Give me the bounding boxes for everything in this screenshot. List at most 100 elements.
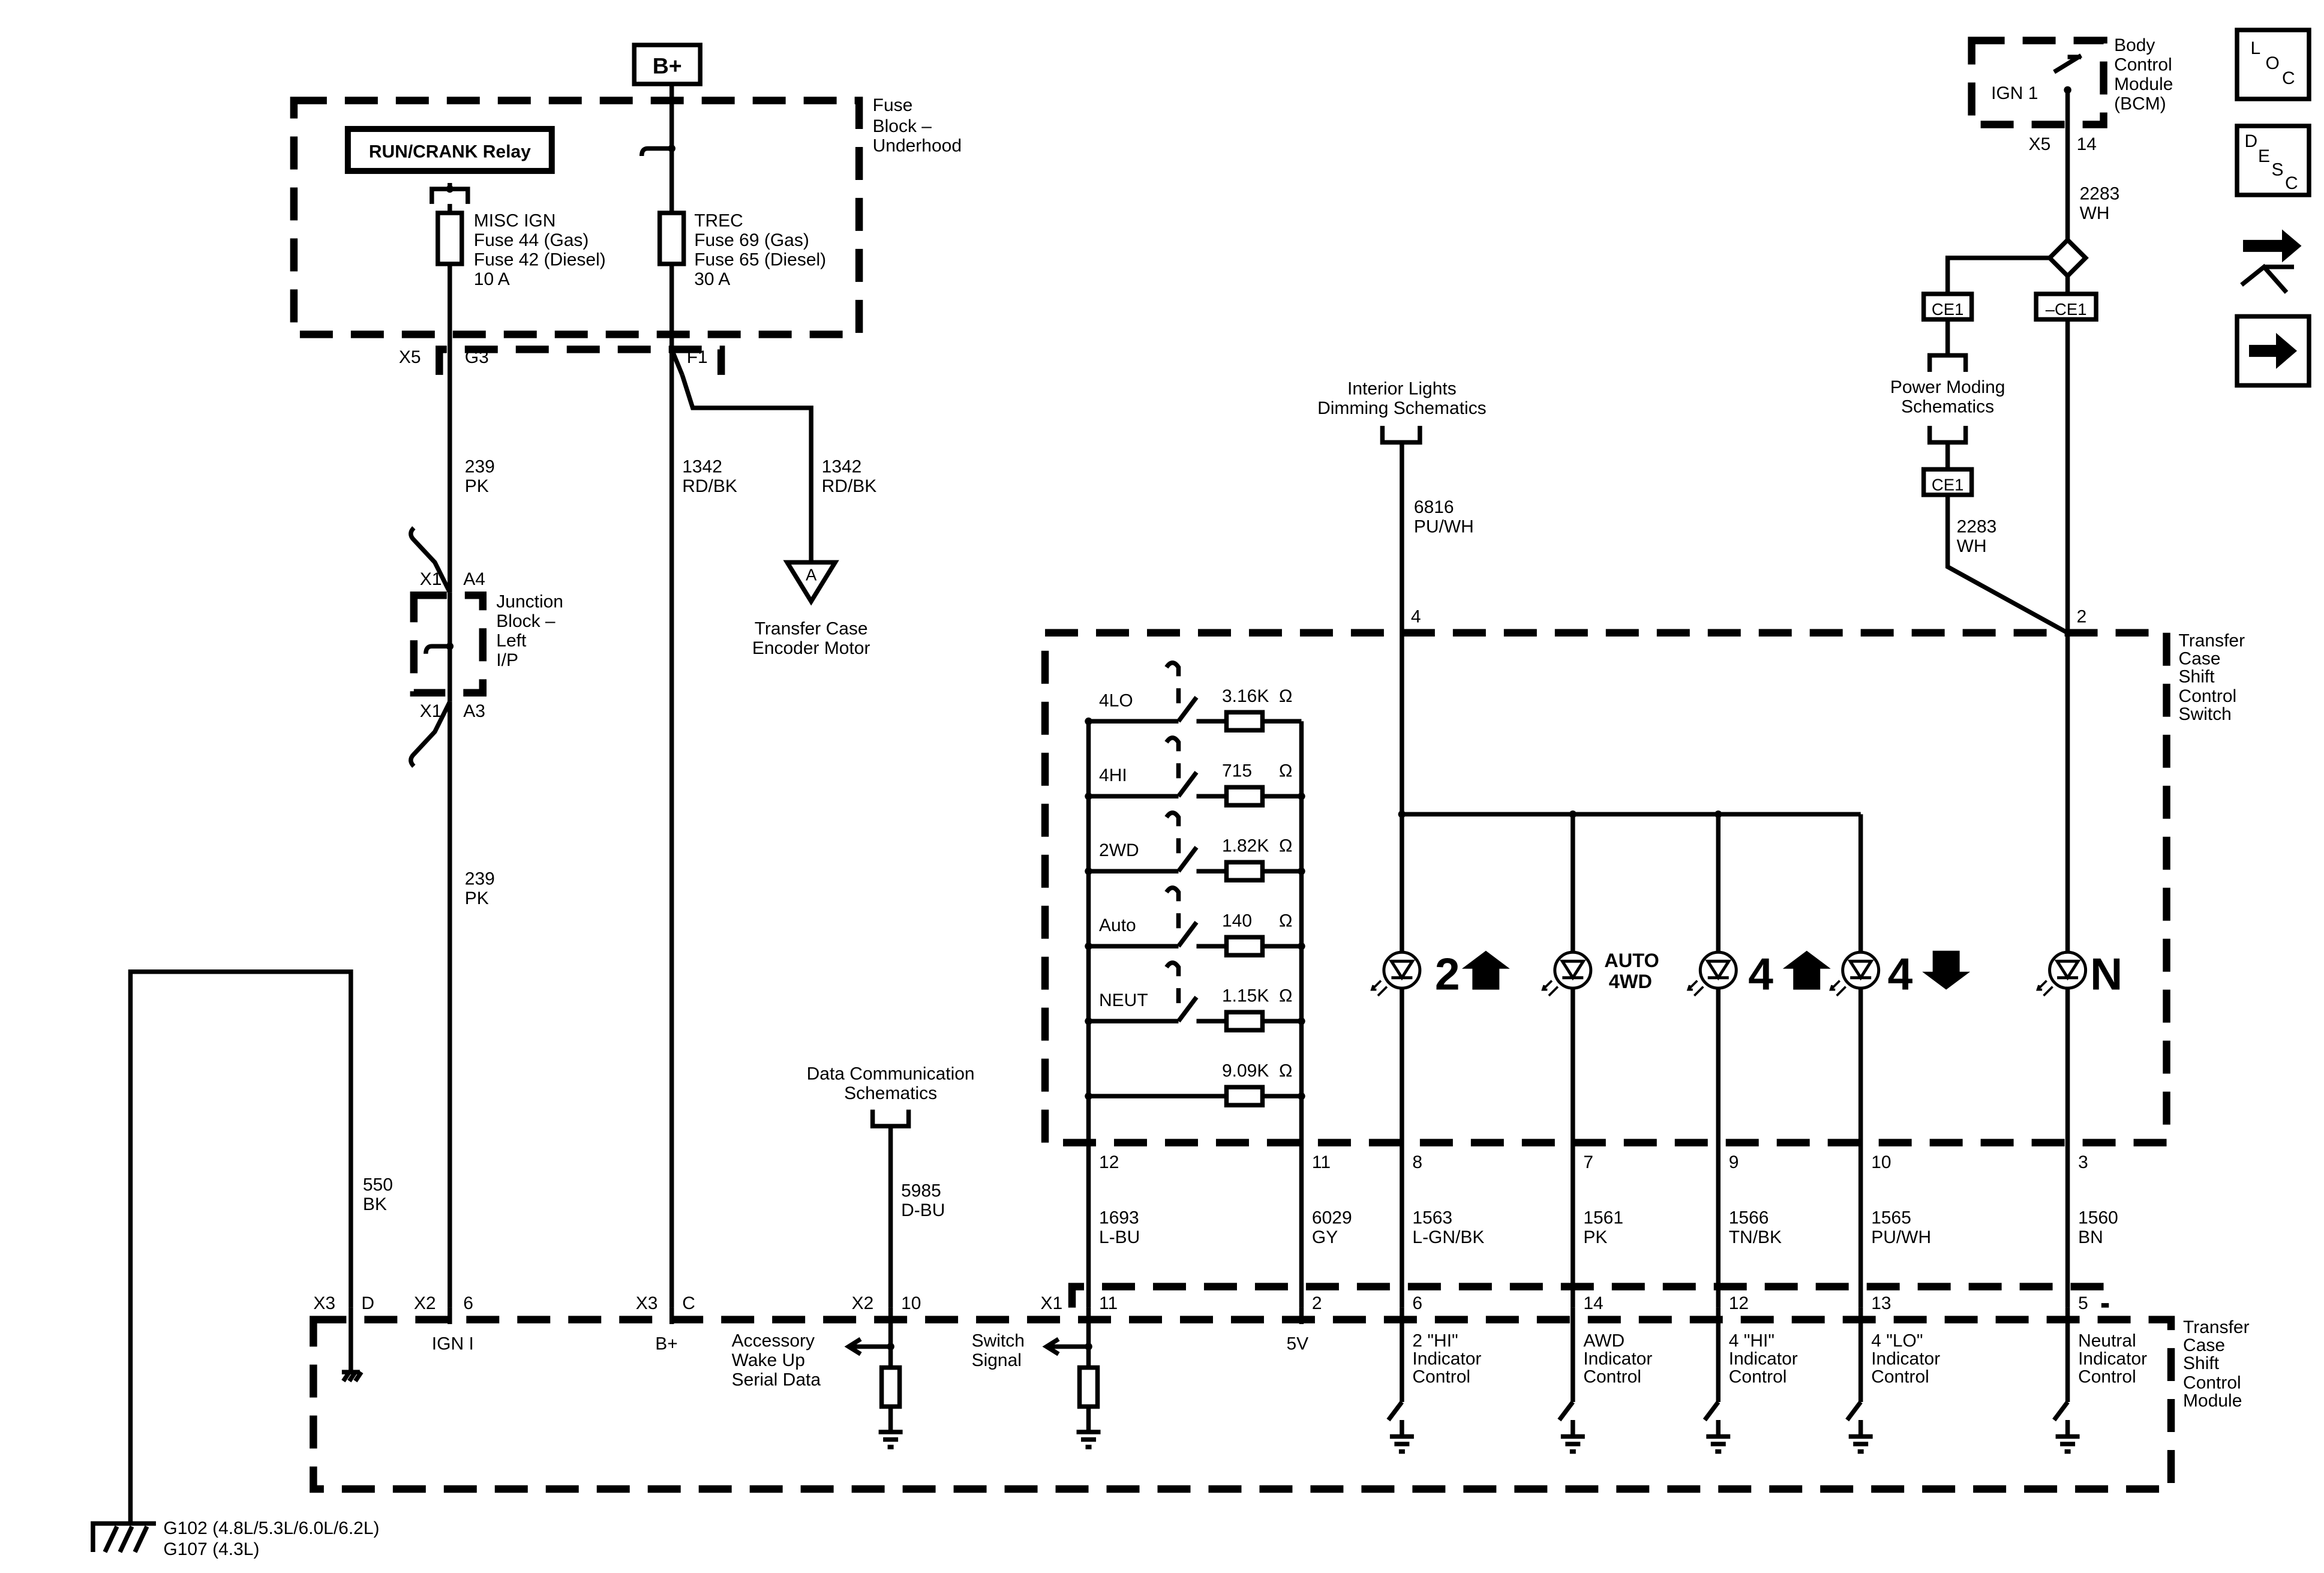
switch-contact-icon [1176, 696, 1199, 723]
wire-6029-num: 6029 [1312, 1208, 1352, 1228]
switch-pin-2: 2 [2077, 607, 2087, 626]
loc-letter-c: C [2282, 68, 2295, 88]
switch-contact-icon [1176, 995, 1199, 1023]
switch-title-1: Transfer [2179, 631, 2245, 650]
switch-resistor-rail-dot [1298, 792, 1305, 800]
switch-resistor [1224, 935, 1265, 957]
wire-1342-num-b: 1342 [822, 457, 862, 476]
power-moding-label-2: Schematics [1901, 397, 1994, 416]
switch-resistor [1224, 785, 1265, 807]
wire-2283-color-a: WH [2080, 203, 2110, 223]
bcm-outline [1968, 37, 2107, 128]
module-indicator-controls: 2 "HI"IndicatorControlAWDIndicatorContro… [1386, 1307, 2147, 1454]
fuse-block-title-3: Underhood [873, 136, 962, 155]
indicator-4hi-up-arrow-icon [1782, 950, 1831, 990]
junction-block-outline [410, 592, 487, 697]
junction-splice-hook [424, 644, 450, 654]
ground-icon [1848, 1420, 1873, 1454]
module-connector-label: 11 [1099, 1293, 1118, 1313]
bcm-title-1: Body [2114, 35, 2155, 55]
chassis-ground-icon [91, 1521, 156, 1553]
accessory-label-1: Accessory [732, 1331, 815, 1351]
bcm-title-2: Control [2114, 55, 2172, 74]
switch-pin-4: 4 [1411, 607, 1421, 626]
indicator-led-icon [1686, 950, 1738, 997]
indicator-control-label: Control [1871, 1367, 1929, 1387]
switch-mechanical-link-icon [1164, 885, 1181, 929]
bplus-box [632, 43, 702, 86]
indicator-control-label: Neutral [2078, 1331, 2136, 1351]
module-connector-label: X2 [414, 1293, 436, 1313]
indicator-control-label: Control [2078, 1367, 2136, 1387]
next-page-button[interactable] [2235, 314, 2311, 388]
module-ground-icon [341, 1370, 364, 1383]
wire-5985-num: 5985 [901, 1181, 941, 1201]
connector-tools-icon[interactable] [2240, 229, 2302, 294]
trec-fuse-label-4: 30 A [694, 269, 730, 289]
wire-550-ground [128, 969, 353, 1523]
misc-fuse-label-1: MISC IGN [474, 211, 556, 230]
loc-button[interactable] [2235, 28, 2311, 101]
indicator-led-icon [1829, 950, 1881, 997]
desc-button[interactable] [2235, 124, 2311, 197]
module-title-2: Case [2183, 1335, 2225, 1355]
switch-resistor-ohm: Ω [1279, 761, 1292, 781]
switch-mechanical-link-icon [1164, 960, 1181, 1004]
ground-label-1: G102 (4.8L/5.3L/6.0L/6.2L) [163, 1518, 379, 1538]
switch-resistor-value: 1.82K [1222, 836, 1269, 856]
wire-239-num-a: 239 [465, 457, 495, 476]
encoder-label-1: Transfer Case [755, 619, 868, 638]
switch-contact-icon [1176, 920, 1199, 948]
ground-icon [1706, 1420, 1731, 1454]
misc-ign-fuse-symbol [436, 211, 464, 266]
module-connector-label: 12 [1729, 1293, 1749, 1313]
switch-pin-10: 10 [1871, 1152, 1891, 1172]
switch-resistor-value: 715 [1222, 761, 1252, 781]
wire-550-num: 550 [363, 1175, 393, 1195]
indicator-control-label: Indicator [1412, 1349, 1481, 1369]
run-crank-relay-label: RUN/CRANK Relay [369, 142, 531, 161]
misc-fuse-label-2: Fuse 44 (Gas) [474, 230, 589, 250]
module-connector-label: 14 [1583, 1293, 1603, 1313]
fuse-block-outline [290, 97, 863, 338]
wire-1561-color: PK [1583, 1227, 1607, 1247]
bcm-ign-label: IGN 1 [1991, 83, 2038, 103]
switch-rail-dot-fixed [1085, 1092, 1092, 1100]
bcm-title-4: (BCM) [2114, 94, 2166, 113]
module-title-3: Shift [2183, 1353, 2220, 1373]
nce1-label: –CE1 [2046, 300, 2087, 319]
wire-1693-color: L-BU [1099, 1227, 1140, 1247]
switch-pin-7: 7 [1583, 1152, 1593, 1172]
switch-pin-8: 8 [1412, 1152, 1422, 1172]
module-connector-label: 13 [1871, 1293, 1891, 1313]
module-connector-label: X2 [852, 1293, 874, 1313]
bplus-label: B+ [653, 53, 682, 78]
wire-1342-color-b: RD/BK [822, 476, 877, 496]
power-moding-label-1: Power Moding [1890, 377, 2005, 397]
switch-resistor-rail-dot [1298, 867, 1305, 875]
module-connector-label: X3 [313, 1293, 335, 1313]
indicator-leds [1370, 950, 2088, 997]
wire-1565-num: 1565 [1871, 1208, 1911, 1228]
switch-mechanical-link-icon [1164, 661, 1181, 704]
wire-1693-num: 1693 [1099, 1208, 1139, 1228]
data-comm-label-2: Schematics [844, 1083, 937, 1103]
junction-title-3: Left [496, 631, 527, 650]
junction-x1a: X1 [420, 569, 442, 589]
junction-pin-a4: A4 [463, 569, 485, 589]
switch-rail-dot-fixed-right [1298, 1092, 1305, 1100]
ground-icon [1560, 1420, 1585, 1454]
switch-contact-icon [1176, 845, 1199, 873]
module-x1-connector-outline [1068, 1283, 2109, 1308]
switch-signal-arrow-icon [1042, 1337, 1089, 1356]
power-moding-connector-bottom [1927, 425, 1968, 470]
switch-resistor-value: 3.16K [1222, 686, 1269, 706]
module-connector-label: 5 [2078, 1293, 2088, 1313]
switch-resistor [1224, 1010, 1265, 1032]
shift-module-outline [310, 1316, 2175, 1493]
data-comm-label-1: Data Communication [807, 1064, 975, 1084]
misc-fuse-label-4: 10 A [474, 269, 510, 289]
module-5v-label: 5V [1286, 1334, 1308, 1354]
option-diamond-icon [2046, 236, 2089, 280]
